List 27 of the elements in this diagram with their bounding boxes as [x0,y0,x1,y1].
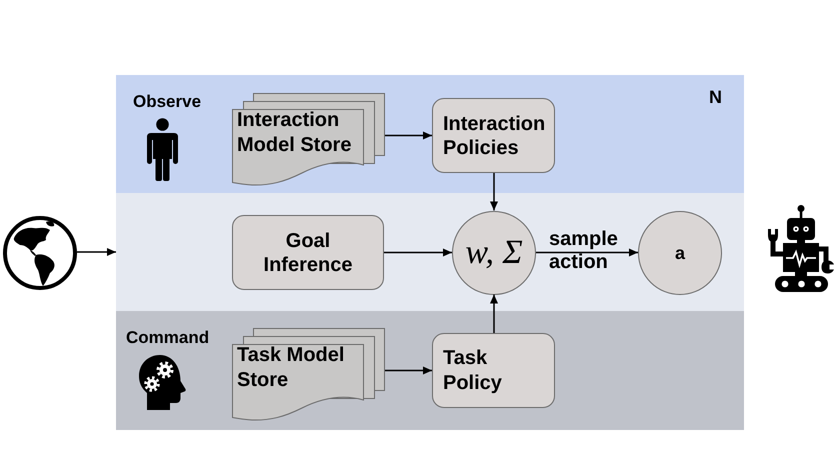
arrow [490,173,498,210]
arrow [536,248,638,256]
node-label: Task Model Store [237,343,346,393]
process-box [432,98,555,173]
math-symbol: w, Σ [465,234,523,272]
node-label: Interaction Model Store [237,108,352,158]
edge-label: sample action [549,228,619,274]
process-box [232,215,384,290]
arrow [385,366,432,374]
globe-icon [3,216,77,290]
arrow [490,294,498,333]
node-label: Interaction Policies [443,112,546,160]
lane-band [116,311,744,430]
arrow [384,248,452,256]
arrow [385,132,432,140]
document-stack [232,93,385,186]
process-box [432,333,555,408]
arrow [76,248,116,256]
lane-band [116,193,744,311]
node-label: Task Policy [443,346,503,396]
document-stack [232,328,385,421]
plate-label: N [709,87,722,107]
lane-heading: Command [126,328,210,348]
lane-heading: Observe [133,92,202,112]
lane-band [116,75,744,193]
node-label: Goal Inference [262,228,354,276]
node-label: a [674,242,685,264]
